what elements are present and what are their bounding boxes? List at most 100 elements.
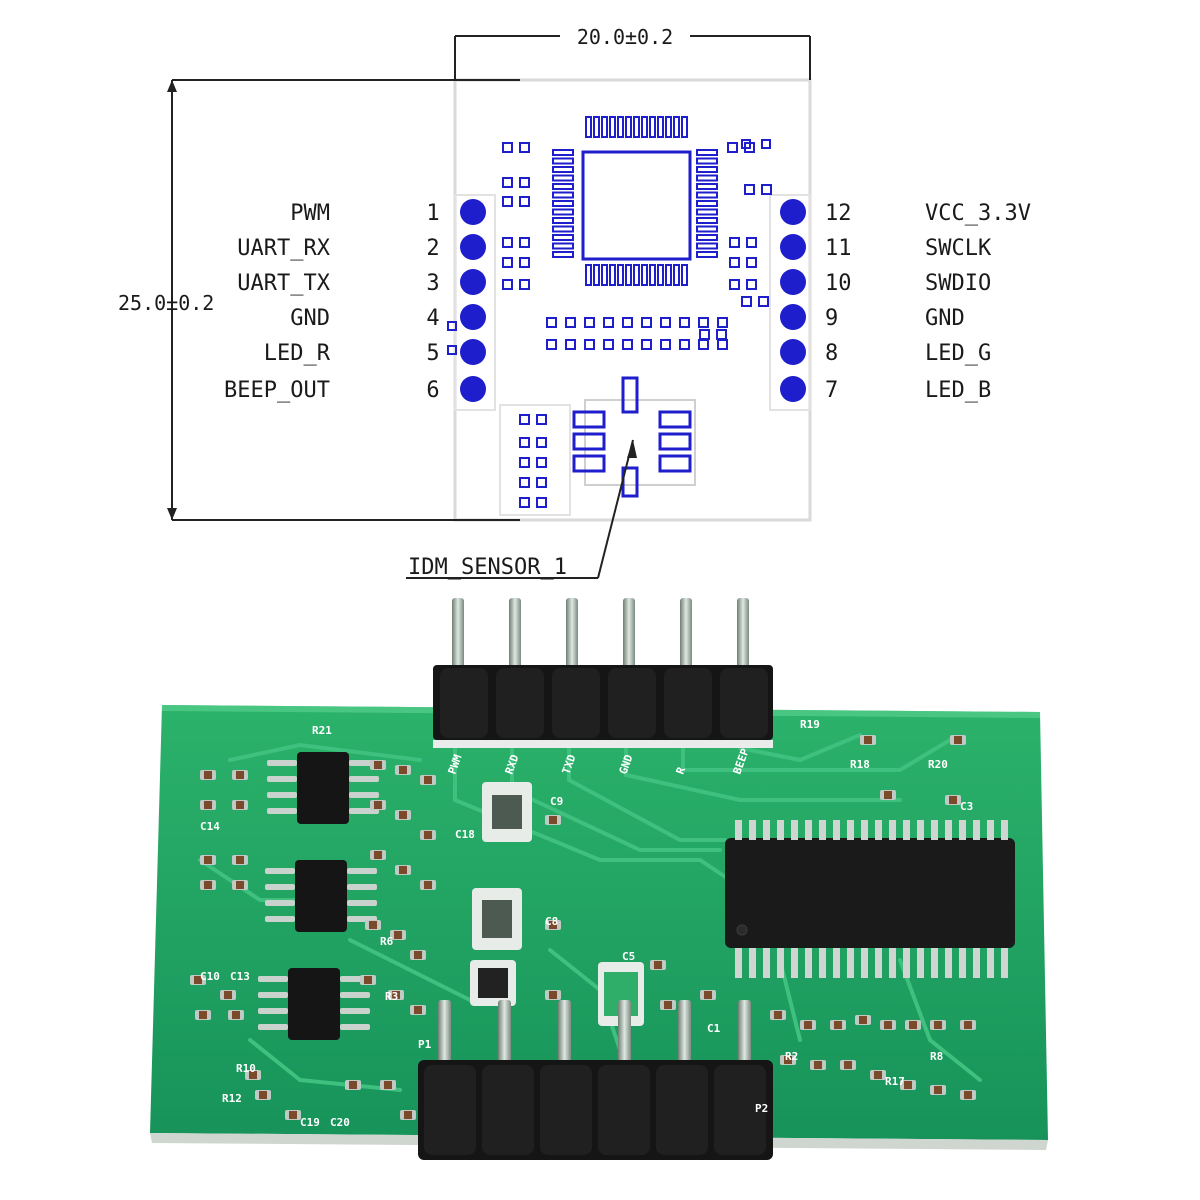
tssop-lead (861, 948, 868, 978)
tssop-lead (791, 948, 798, 978)
pin-4-name: GND (290, 306, 330, 331)
passive-pad (502, 196, 513, 207)
pin-pad (780, 199, 806, 225)
tssop-lead (805, 820, 812, 840)
sensor-label: IDM_SENSOR_1 (408, 555, 567, 580)
pin-pad (780, 234, 806, 260)
header-pin (618, 1000, 631, 1075)
tssop-lead (735, 820, 742, 840)
qfp-pad (696, 174, 718, 182)
tssop-lead (763, 820, 770, 840)
smd-part-body (814, 1061, 822, 1069)
pin-pads (460, 199, 806, 402)
qfp-pad (696, 157, 718, 165)
smd-part-body (909, 1021, 917, 1029)
passive-pad (584, 317, 595, 328)
smd-part-body (374, 801, 382, 809)
pin-4-number: 4 (426, 306, 439, 331)
pcb-traces (198, 733, 982, 1092)
header-bump (656, 1065, 708, 1155)
qfp-pad (601, 264, 608, 286)
chip-lead (258, 1008, 288, 1014)
qfp-pad (641, 116, 648, 138)
chip-lead (265, 884, 295, 890)
smd-part-body (236, 881, 244, 889)
silk-r10: R10 (236, 1062, 256, 1075)
silk-c14: C14 (200, 820, 220, 833)
qfp-pad (696, 166, 718, 173)
qfp-pad (696, 191, 718, 199)
smd-part-body (374, 761, 382, 769)
passive-pad (741, 296, 752, 307)
qfp-pad (696, 242, 718, 250)
passive-pad (761, 139, 771, 149)
smd-part-body (384, 1081, 392, 1089)
qfp-pad (552, 174, 574, 182)
passive-pad (729, 279, 740, 290)
silk-c1: C1 (707, 1022, 721, 1035)
tssop-lead (777, 820, 784, 840)
silk-c12: C13 (230, 970, 250, 983)
smd-part-body (964, 1091, 972, 1099)
smd-part-body (236, 771, 244, 779)
qfp-pad (641, 264, 648, 286)
tssop-lead (805, 948, 812, 978)
chip-lead (340, 992, 370, 998)
smd-part-body (874, 1071, 882, 1079)
qfp-pad (552, 166, 574, 173)
qfp-pad (617, 116, 624, 138)
chip-lead (265, 868, 295, 874)
header-pin (558, 1000, 571, 1075)
tssop-lead (763, 948, 770, 978)
smd-part-body (364, 976, 372, 984)
smd-part-body (784, 1056, 792, 1064)
pcb-trace (510, 746, 722, 852)
qfp-pad (552, 217, 574, 224)
smd-part-body (236, 856, 244, 864)
pcb-trace (248, 1038, 402, 1092)
passive-pad (603, 339, 614, 350)
qfp-pad (681, 116, 688, 138)
passive-pad (536, 457, 547, 468)
smd-part-body (549, 991, 557, 999)
pin-pad (780, 376, 806, 402)
passive-pad (519, 497, 530, 508)
passive-pad (519, 196, 530, 207)
smd-part-body (374, 851, 382, 859)
top-header-pins (452, 598, 749, 678)
passive-pad (519, 237, 530, 248)
tssop-chip (725, 820, 1015, 978)
tssop-lead (903, 820, 910, 840)
qfp-pad (633, 264, 640, 286)
pin-6-number: 6 (426, 378, 439, 403)
passive-pad (729, 237, 740, 248)
tssop-lead (1001, 948, 1008, 978)
silk-p1: P1 (418, 1038, 432, 1051)
passive-pad (727, 142, 738, 153)
qfp-pad (625, 264, 632, 286)
smd-part-body (774, 1011, 782, 1019)
chip-lead (347, 884, 377, 890)
chip-lead (267, 776, 297, 782)
smd-part-body (884, 791, 892, 799)
qfp-pad (673, 264, 680, 286)
smd-part-body (864, 736, 872, 744)
pcb-trace (624, 746, 902, 802)
pin-pad (780, 339, 806, 365)
tssop-lead (959, 948, 966, 978)
passive-pad (741, 139, 751, 149)
amp-chips (288, 752, 349, 1040)
smd-part-body (259, 1091, 267, 1099)
qfp-pad (552, 157, 574, 165)
tssop-lead (819, 820, 826, 840)
qfp-pad (665, 264, 672, 286)
qfp-pad (696, 225, 718, 233)
tssop-lead (987, 820, 994, 840)
passive-pad (746, 279, 757, 290)
pcb-trace (738, 733, 862, 763)
tssop-lead (735, 948, 742, 978)
qfp-pad (681, 264, 688, 286)
passive-pad (546, 317, 557, 328)
tssop-lead (749, 820, 756, 840)
pin-8-name: LED_G (925, 341, 991, 366)
